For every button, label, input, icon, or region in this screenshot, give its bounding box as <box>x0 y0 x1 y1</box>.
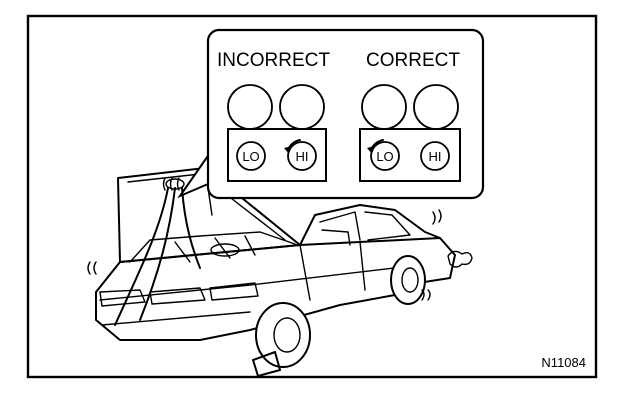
correct-label: CORRECT <box>366 50 460 71</box>
gauge-callout: INCORRECT CORRECT LO HI LO HI <box>177 28 485 200</box>
incorrect-high-gauge-icon <box>279 84 325 130</box>
incorrect-lo-valve: LO <box>242 149 259 164</box>
correct-gauge-set: LO HI <box>359 84 461 182</box>
incorrect-hi-valve: HI <box>296 149 309 164</box>
incorrect-low-gauge-icon <box>227 84 273 130</box>
figure-code: N11084 <box>541 355 586 370</box>
incorrect-gauge-set: LO HI <box>227 84 327 182</box>
correct-lo-valve: LO <box>376 149 393 164</box>
correct-high-gauge-icon <box>413 84 459 130</box>
incorrect-label: INCORRECT <box>217 50 330 71</box>
correct-hi-valve: HI <box>429 149 442 164</box>
car-illustration <box>87 167 473 377</box>
correct-low-gauge-icon <box>361 84 407 130</box>
gauge-hoses <box>114 177 201 326</box>
